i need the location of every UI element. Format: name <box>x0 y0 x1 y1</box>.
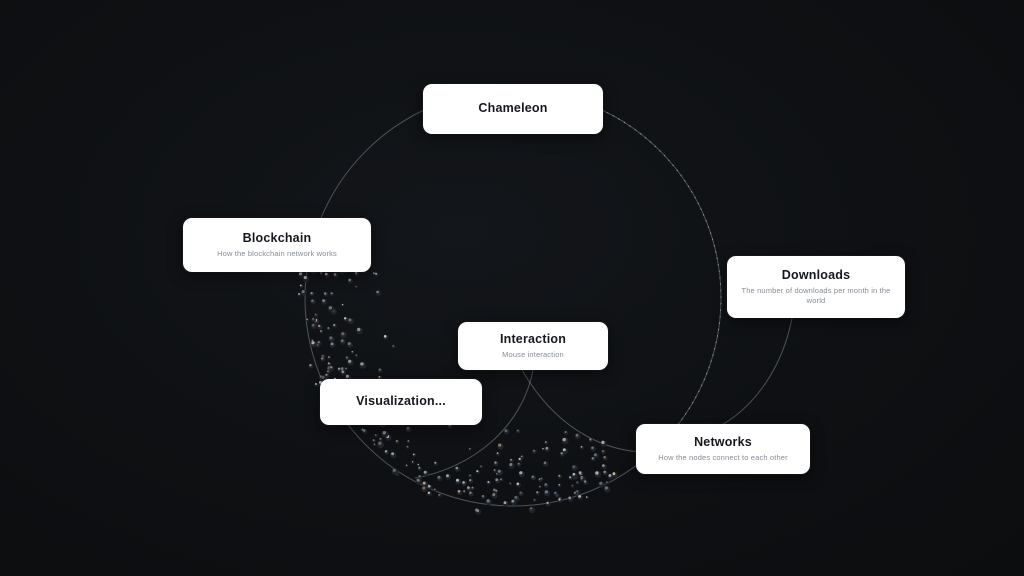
connector-curve-left <box>414 369 534 479</box>
node-title: Interaction <box>499 332 567 347</box>
node-card-lower-left[interactable]: Visualization... <box>320 379 482 425</box>
node-title: Visualization... <box>356 394 446 409</box>
node-subtitle: Mouse interaction <box>502 349 564 359</box>
connector-curve-downloads <box>715 317 793 429</box>
node-card-top[interactable]: Chameleon <box>423 84 603 134</box>
node-card-right[interactable]: Downloads The number of downloads per mo… <box>727 256 905 318</box>
dotted-arc <box>512 89 722 433</box>
node-title: Downloads <box>781 268 851 283</box>
node-card-left[interactable]: Blockchain How the blockchain network wo… <box>183 218 371 272</box>
node-title: Blockchain <box>242 231 312 246</box>
node-card-lower-right[interactable]: Networks How the nodes connect to each o… <box>636 424 810 474</box>
node-subtitle: The number of downloads per month in the… <box>741 285 891 305</box>
node-subtitle: How the blockchain network works <box>217 248 337 258</box>
node-title: Networks <box>694 435 752 450</box>
node-subtitle: How the nodes connect to each other <box>658 452 788 462</box>
node-card-center[interactable]: Interaction Mouse interaction <box>458 322 608 370</box>
node-title: Chameleon <box>478 101 548 116</box>
